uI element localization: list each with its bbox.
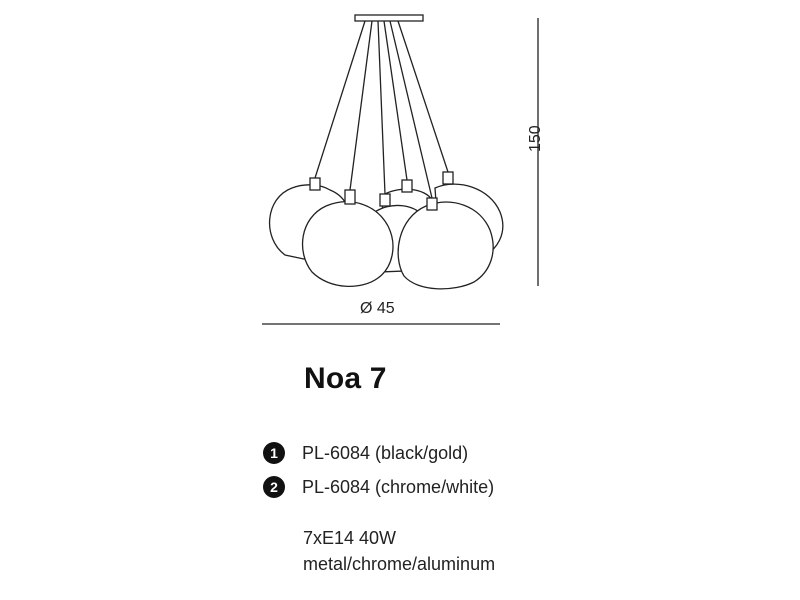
variant-item: 1 PL-6084 (black/gold) xyxy=(263,440,468,466)
socket xyxy=(401,179,413,193)
cord xyxy=(377,20,386,195)
variant-number-badge: 1 xyxy=(263,442,285,464)
variant-label: PL-6084 (black/gold) xyxy=(302,442,469,463)
ceiling-canopy xyxy=(354,14,424,22)
height-dimension-label: 150 xyxy=(527,125,544,152)
variant-item: 2 PL-6084 (chrome/white) xyxy=(263,474,494,500)
socket xyxy=(309,177,321,191)
cord xyxy=(389,20,433,199)
product-title: Noa 7 xyxy=(304,362,387,395)
cord xyxy=(397,20,449,173)
cord xyxy=(383,20,408,181)
lamp-technical-drawing xyxy=(262,14,539,325)
shade-front-right xyxy=(397,201,494,290)
socket xyxy=(344,189,356,205)
shade-front-left xyxy=(301,201,394,288)
socket xyxy=(379,193,391,207)
variant-number-badge: 2 xyxy=(263,476,285,498)
spec-materials: metal/chrome/aluminum xyxy=(303,554,496,574)
variant-label: PL-6084 (chrome/white) xyxy=(302,476,495,497)
socket xyxy=(442,171,454,185)
socket xyxy=(426,197,438,211)
diameter-dimension-label: Ø 45 xyxy=(360,300,395,317)
spec-bulbs: 7xE14 40W xyxy=(303,528,397,548)
cord xyxy=(349,20,373,191)
cord xyxy=(314,20,366,179)
